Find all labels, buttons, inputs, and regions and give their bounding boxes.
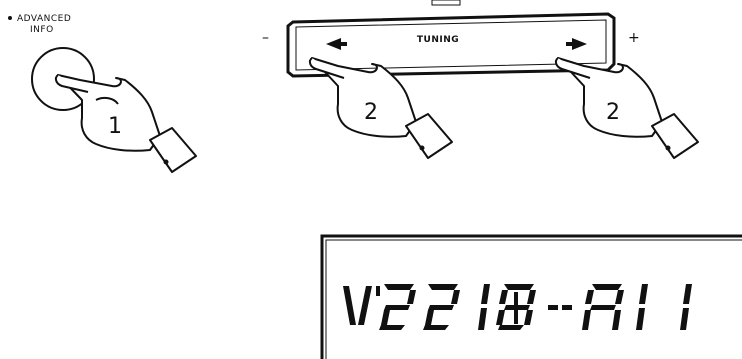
advanced-info-line1: ADVANCED	[17, 14, 71, 24]
minus-sign: –	[262, 30, 269, 46]
tuning-label: TUNING	[393, 35, 483, 45]
step-number-1: 1	[108, 114, 122, 139]
step-number-2-right: 2	[606, 100, 620, 125]
bullet-icon	[8, 16, 12, 20]
advanced-info-label: ADVANCED INFO	[8, 14, 118, 36]
plus-sign: +	[628, 30, 640, 46]
hand-2-right-icon	[556, 58, 698, 158]
lcd-segment-text	[343, 284, 692, 330]
step-number-2-left: 2	[364, 100, 378, 125]
hand-1-icon	[56, 75, 196, 172]
advanced-info-line2: INFO	[8, 25, 118, 36]
